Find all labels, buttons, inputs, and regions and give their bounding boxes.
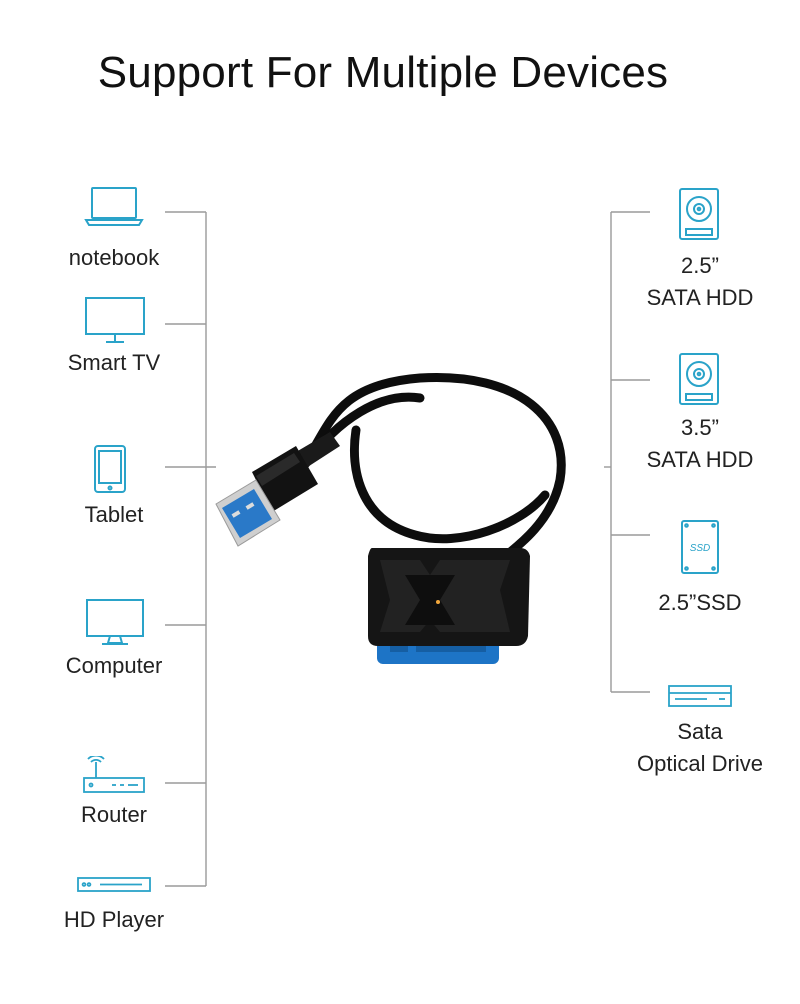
- sata-adapter-box: [368, 548, 530, 664]
- optical-drive-icon: [668, 685, 732, 707]
- ssd-icon: SSD: [681, 520, 719, 574]
- router-icon: [83, 756, 145, 793]
- usb-plug: [215, 446, 318, 547]
- right-label-ssd: 2.5”SSD: [658, 590, 742, 615]
- right-label-hdd-35-line1: 3.5”: [681, 415, 719, 440]
- smart-tv-icon: [85, 297, 145, 343]
- computer-icon: [86, 599, 144, 645]
- hdd-icon: [679, 353, 719, 405]
- notebook-icon: [84, 187, 144, 226]
- right-label-optical-line2: Optical Drive: [637, 751, 763, 776]
- status-led: [436, 600, 440, 604]
- right-label-hdd-25-line2: SATA HDD: [646, 285, 754, 310]
- hd-player-icon: [77, 877, 151, 892]
- strain-relief: [296, 432, 340, 468]
- right-label-hdd-35-line2: SATA HDD: [646, 447, 754, 472]
- right-label-optical: Sata Optical Drive: [610, 716, 790, 780]
- left-label-hd-player: HD Player: [63, 907, 165, 932]
- left-label-notebook: notebook: [68, 245, 160, 270]
- right-label-optical-line1: Sata: [677, 719, 723, 744]
- right-label-hdd-35: 3.5” SATA HDD: [620, 412, 780, 476]
- ssd-icon-text: SSD: [690, 543, 711, 554]
- right-label-hdd-25-line1: 2.5”: [681, 253, 719, 278]
- left-label-computer: Computer: [65, 653, 163, 678]
- cable: [295, 372, 566, 565]
- left-label-router: Router: [80, 802, 148, 827]
- right-label-hdd-25: 2.5” SATA HDD: [620, 250, 780, 314]
- hdd-icon: [679, 188, 719, 240]
- left-label-smart-tv: Smart TV: [67, 350, 161, 375]
- tablet-icon: [94, 445, 126, 493]
- page-title: Support For Multiple Devices: [97, 48, 669, 97]
- left-label-tablet: Tablet: [84, 502, 144, 527]
